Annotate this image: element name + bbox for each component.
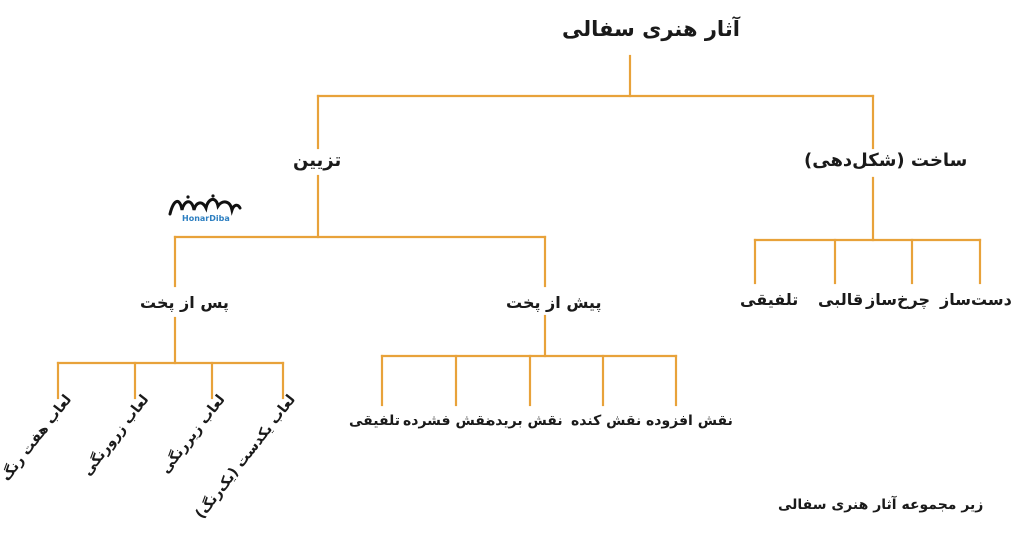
decoration-node: تزیین <box>293 150 342 171</box>
making-leaf: چرخ‌ساز <box>866 290 930 309</box>
before-firing-leaf: نقش فشرده <box>403 413 491 429</box>
diagram-caption: زیر مجموعه آثار هنری سفالی <box>778 497 984 513</box>
before-firing-node: پیش از پخت <box>506 293 602 312</box>
after-firing-node: پس از پخت <box>140 293 229 312</box>
honardiba-logo: HonarDiba <box>166 192 244 226</box>
making-leaf: دست‌ساز <box>940 290 1012 309</box>
making-leaf: قالبی <box>818 290 864 309</box>
before-firing-leaf: نقش افزوده <box>646 413 733 429</box>
before-firing-leaf: تلفیقی <box>349 413 401 429</box>
before-firing-leaf: نقش بریده <box>487 413 563 429</box>
root-node: آثار هنری سفالی <box>562 17 740 41</box>
before-firing-leaf: نقش کنده <box>571 413 642 429</box>
making-leaf: تلفیقی <box>740 290 799 309</box>
logo-wordmark: HonarDiba <box>182 214 230 223</box>
making-node: ساخت (شکل‌دهی) <box>804 150 968 171</box>
